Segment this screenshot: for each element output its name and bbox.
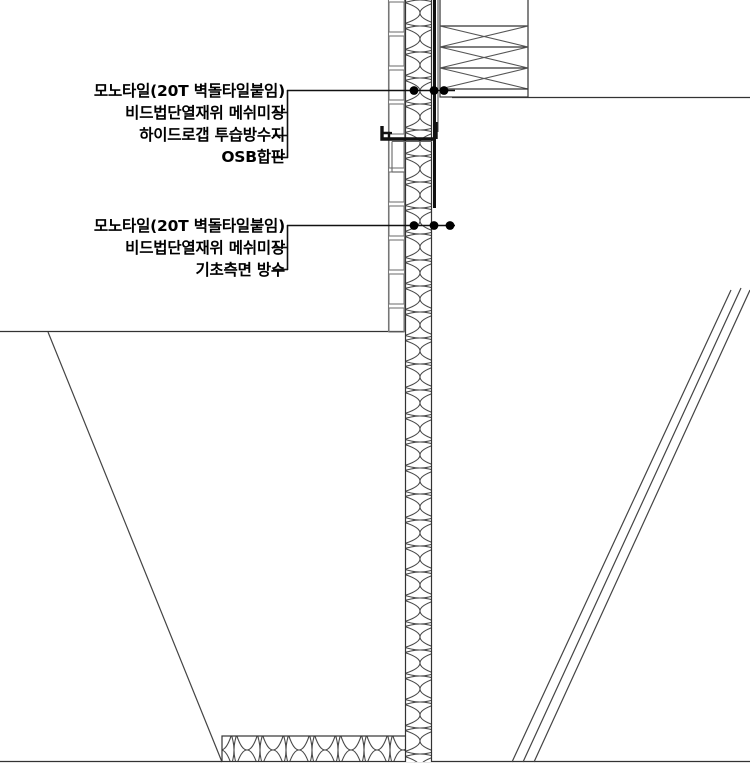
footing-insulation (221, 735, 415, 763)
callout-line: 기초측면 방수 (195, 261, 285, 279)
leader-bracket-group-2 (273, 221, 455, 271)
callout-line: 모노타일(20T 벽돌타일붙임) (93, 82, 285, 100)
ledge-trim-lines (391, 140, 432, 173)
mono-tile-layer-upper (387, 0, 406, 333)
callout-line: 비드법단열재위 메쉬미장 (125, 104, 285, 122)
upper-wall-callout-labels: 모노타일(20T 벽돌타일붙임) 비드법단열재위 메쉬미장 하이드로갭 투습방수… (0, 80, 285, 168)
base-flashing (380, 122, 438, 141)
callout-line: 비드법단열재위 메쉬미장 (125, 239, 285, 257)
excavation-slope-left (47, 331, 223, 763)
waterproofing-membrane-line (433, 0, 439, 208)
rim-joist-assembly (439, 0, 529, 98)
excavation-slope-right (511, 287, 750, 763)
callout-line: 하이드로갭 투습방수지 (139, 126, 285, 144)
foundation-wall-insulation (404, 0, 433, 762)
foundation-wall-callout-labels: 모노타일(20T 벽돌타일붙임) 비드법단열재위 메쉬미장 기초측면 방수 (0, 215, 285, 281)
callout-line: OSB합판 (221, 148, 285, 166)
callout-line: 모노타일(20T 벽돌타일붙임) (93, 217, 285, 235)
leader-bracket-group-1 (273, 86, 455, 159)
